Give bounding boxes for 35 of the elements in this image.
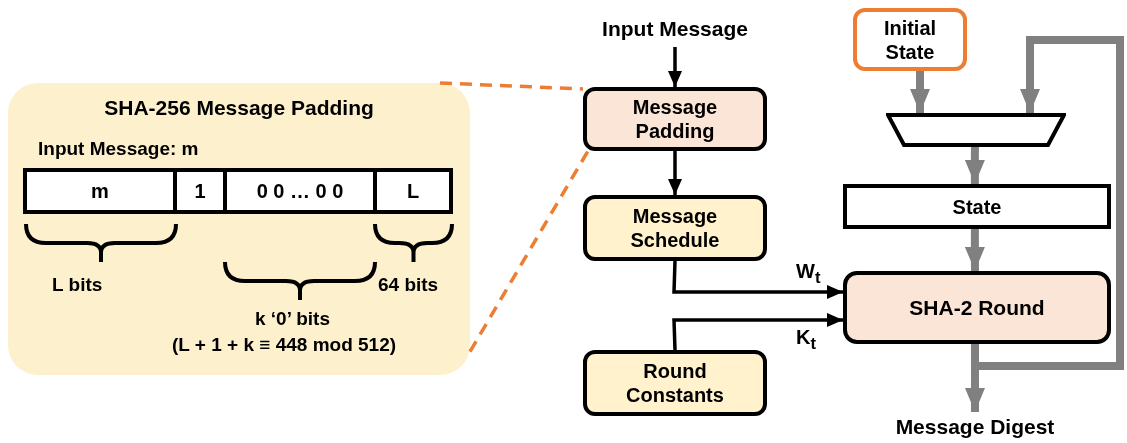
arrow — [672, 260, 843, 299]
arrow — [668, 47, 682, 87]
padding-panel — [8, 83, 470, 375]
brace-label: L bits — [52, 274, 103, 296]
arrow — [964, 147, 985, 184]
multiplexer-shape — [886, 113, 1066, 147]
process-box — [583, 87, 767, 151]
process-box — [583, 195, 767, 261]
brace-label: k ‘0’ bits — [255, 308, 330, 330]
node-label: m — [91, 179, 109, 203]
arrow — [910, 71, 931, 113]
process-box — [583, 350, 767, 416]
panel-title: SHA-256 Message Padding — [103, 95, 375, 121]
formula-text: (L + 1 + k ≡ 448 mod 512) — [172, 334, 397, 356]
node-label: Message Padding — [631, 95, 719, 143]
brace-label: 64 bits — [378, 274, 439, 296]
node-label: SHA-2 Round — [909, 294, 1045, 321]
node-label: 0 0 … 0 0 — [256, 179, 344, 203]
node-label: L — [406, 179, 420, 203]
zoom-line — [468, 150, 590, 353]
arrow — [964, 229, 985, 271]
node-label: Input Message — [602, 16, 748, 42]
zoom-line — [439, 81, 584, 91]
register-box — [843, 184, 1111, 229]
node-label: Initial State — [882, 15, 938, 64]
arrow — [668, 151, 682, 195]
state-box — [853, 8, 967, 71]
node-label: Round Constants — [625, 359, 725, 407]
process-box — [843, 271, 1111, 344]
arrow — [672, 313, 843, 351]
node-label: Message Schedule — [629, 204, 721, 252]
node-label: State — [952, 194, 1002, 219]
node-label: 1 — [194, 179, 206, 203]
field-caption: Input Message: m — [38, 138, 199, 160]
node-label: Message Digest — [895, 414, 1055, 440]
